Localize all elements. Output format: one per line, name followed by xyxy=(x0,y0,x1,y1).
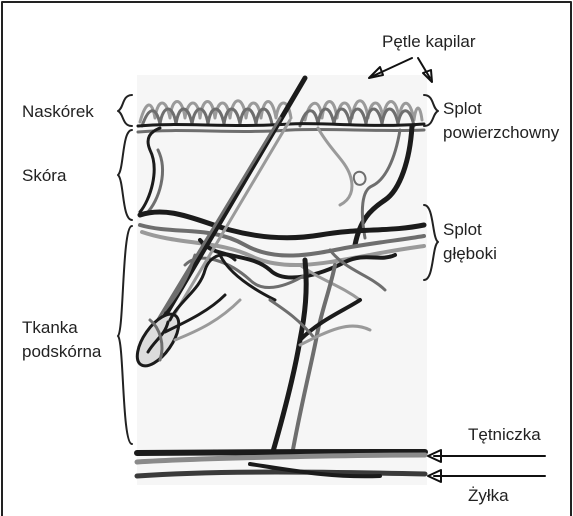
label-petle-kapilar: Pętle kapilar xyxy=(382,32,476,51)
label-skora: Skóra xyxy=(22,166,67,185)
label-tkanka-line1: Tkanka xyxy=(22,318,78,337)
bracket-skora xyxy=(118,130,132,220)
label-splot-powierzchowny-line2: powierzchowny xyxy=(443,123,560,142)
label-splot-powierzchowny-line1: Splot xyxy=(443,99,482,118)
label-splot-gleboki-line2: głęboki xyxy=(443,244,497,263)
left-brackets xyxy=(118,95,132,444)
label-tetniczka: Tętniczka xyxy=(468,425,541,444)
label-splot-gleboki-line1: Splot xyxy=(443,220,482,239)
label-naskorek: Naskórek xyxy=(22,102,94,121)
bracket-naskorek xyxy=(118,95,132,126)
label-tkanka-line2: podskórna xyxy=(22,342,102,361)
bracket-tkanka xyxy=(118,226,132,444)
label-zylka: Żyłka xyxy=(468,486,509,505)
